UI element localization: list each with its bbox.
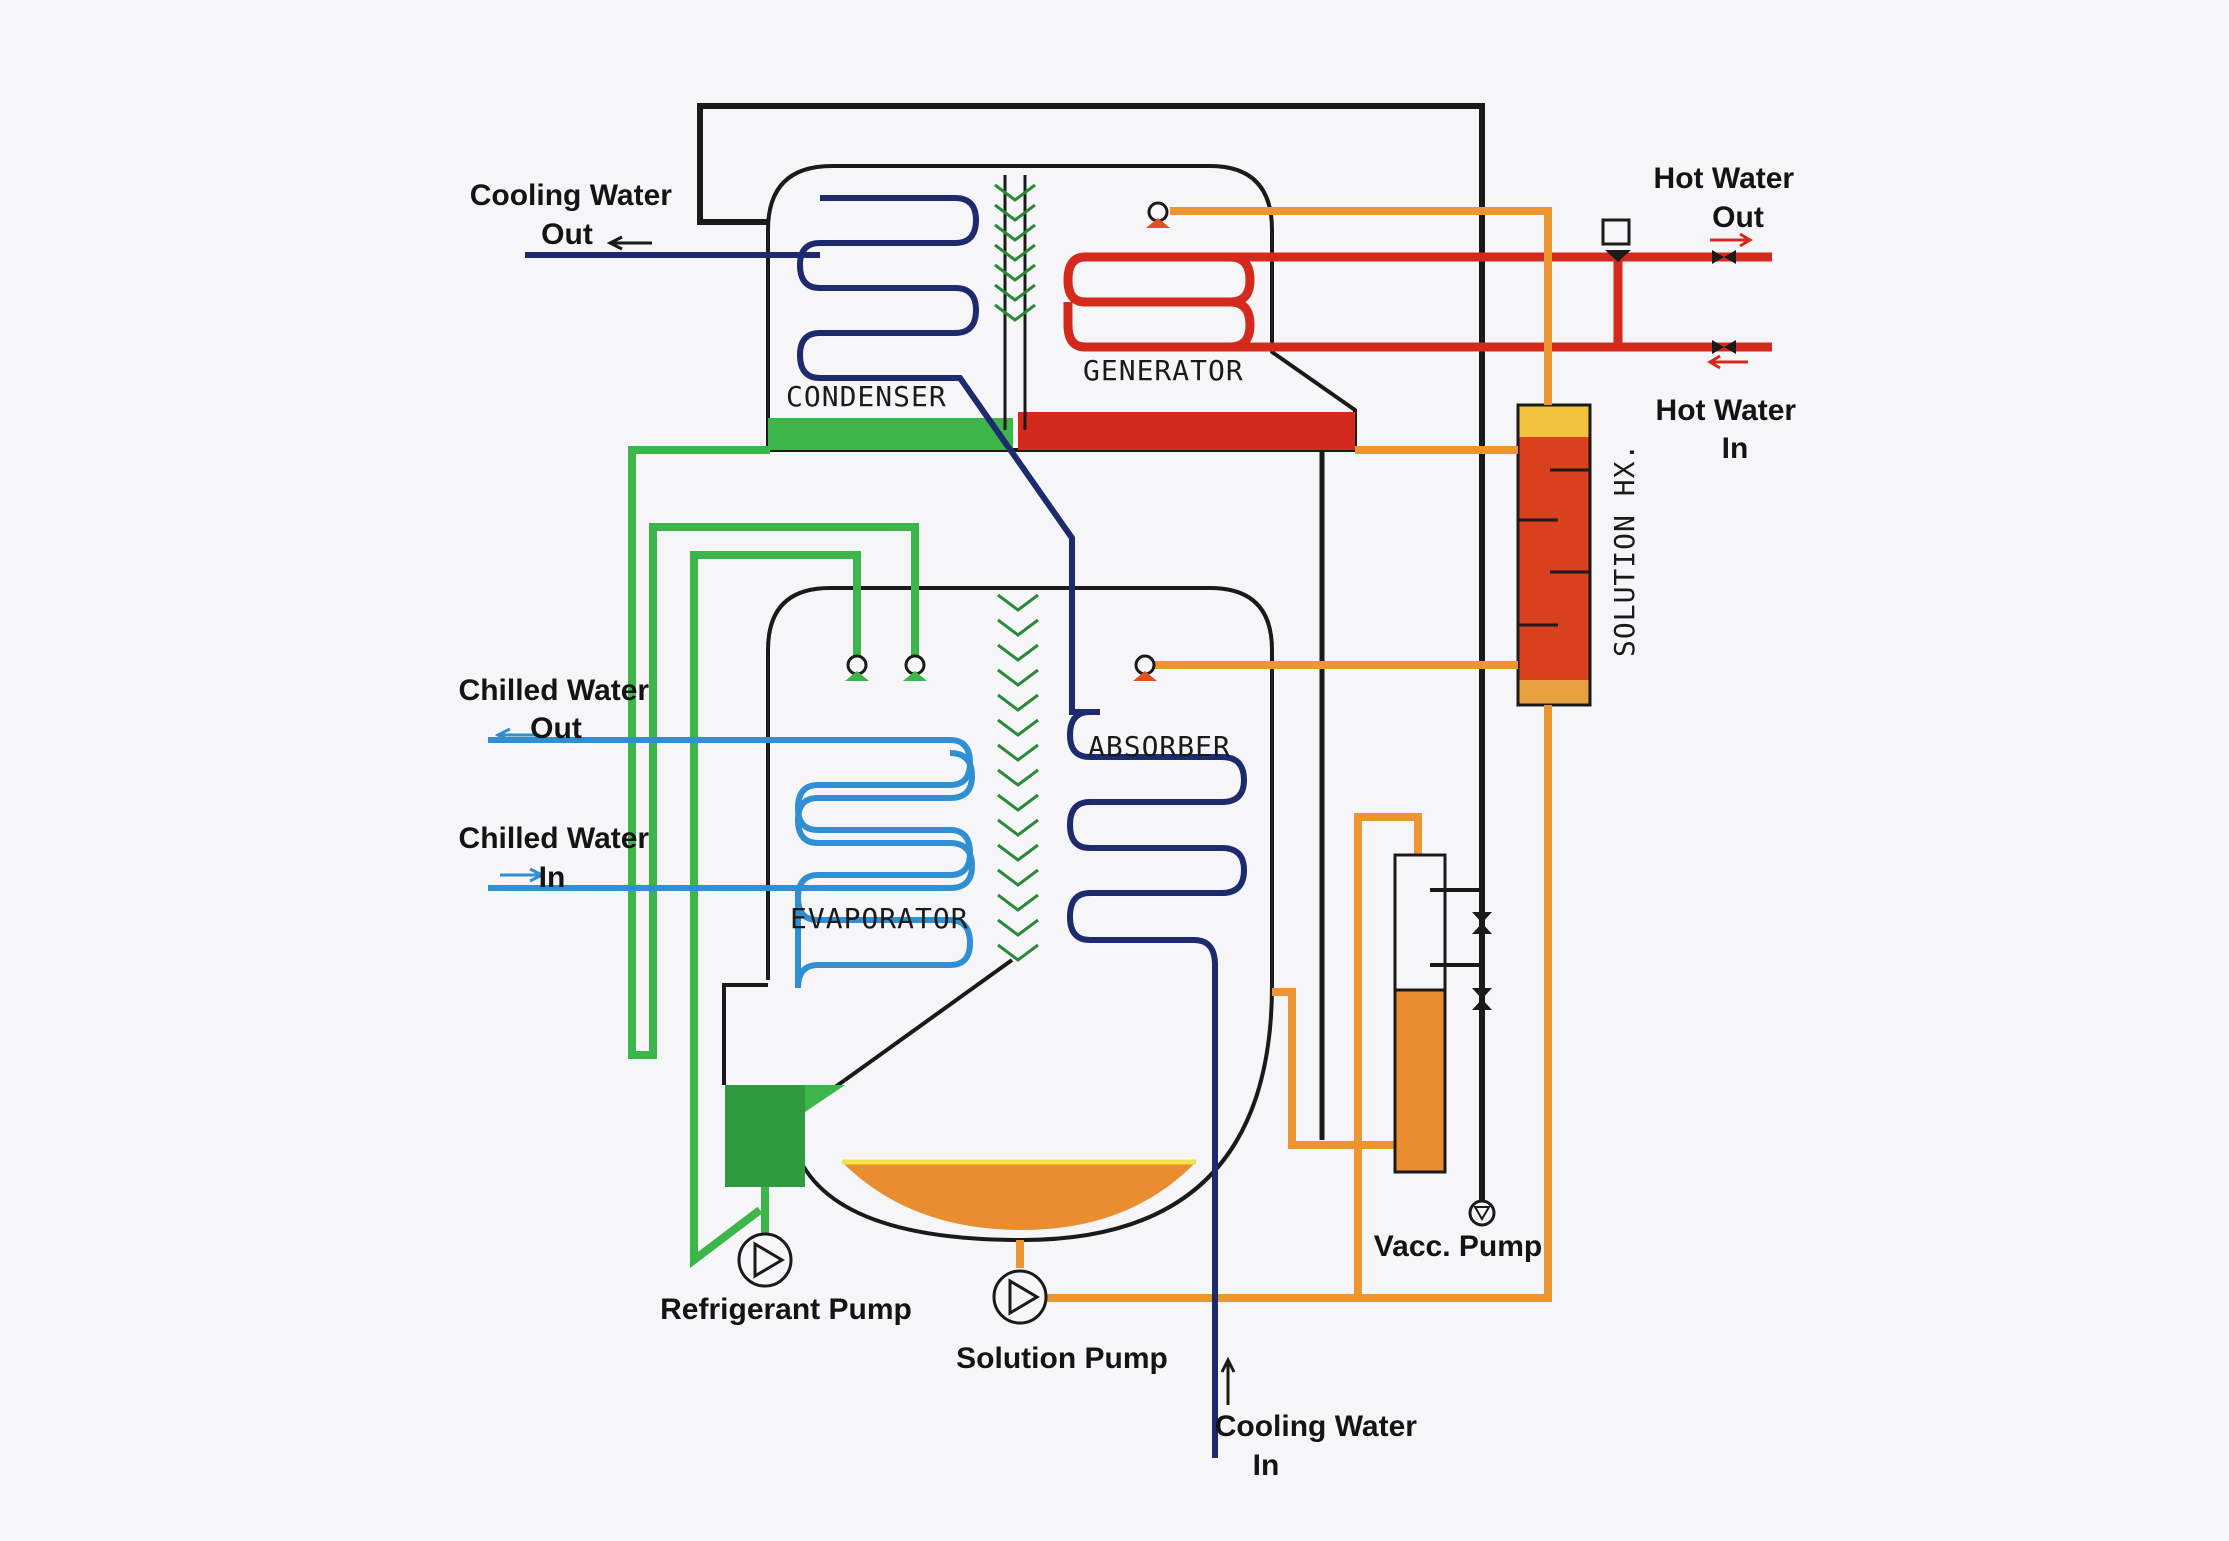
cooling-water-out-arrow xyxy=(606,235,652,251)
cooling-water-in-arrow xyxy=(1220,1356,1236,1405)
hot-water-in-arrow xyxy=(1707,354,1748,370)
refrigerant-sump xyxy=(725,1085,805,1187)
chilled-water-in-label: Chilled Water In xyxy=(459,822,658,894)
cooling-water-out-label: Cooling Water Out xyxy=(470,179,681,251)
purge-unit xyxy=(1393,853,1492,1174)
vacuum-pump-symbol xyxy=(1468,1199,1496,1227)
refrigerant-sump-top xyxy=(725,1085,845,1112)
upper-shell xyxy=(766,164,1357,452)
hot-water-coil xyxy=(1063,252,1772,352)
chilled-water-coil-clean xyxy=(488,750,976,891)
solution-hx-label: SOLUTION HX. xyxy=(1608,443,1641,657)
vacc-pump-label: Vacc. Pump xyxy=(1374,1230,1542,1263)
evaporator-inner-wall xyxy=(722,958,1014,1085)
absorber-solution-pool xyxy=(842,1162,1196,1230)
refrigerant-pump-symbol xyxy=(737,1232,793,1288)
evaporator-label: EVAPORATOR xyxy=(790,902,969,935)
solution-pump-symbol xyxy=(992,1269,1048,1325)
absorber-label: ABSORBER xyxy=(1088,730,1231,763)
chilled-water-in-arrow xyxy=(500,867,546,883)
spray-nozzles xyxy=(845,201,1170,681)
vacuum-line xyxy=(697,103,1485,1218)
hot-water-valves xyxy=(1601,218,1736,354)
hot-water-in-label: Hot Water In xyxy=(1656,394,1805,465)
solution-heat-exchanger xyxy=(1516,403,1592,707)
lower-shell xyxy=(766,586,1274,1243)
lower-eliminator xyxy=(997,593,1039,962)
cooling-water-in-label: Cooling Water In xyxy=(1215,1410,1426,1482)
generator-label: GENERATOR xyxy=(1083,354,1244,387)
chilled-water-coil xyxy=(488,737,974,989)
cooling-water-line xyxy=(525,195,1248,1458)
condenser-label: CONDENSER xyxy=(786,380,947,413)
hot-water-out-arrow xyxy=(1710,232,1753,248)
hot-water-out-label: Hot Water Out xyxy=(1654,162,1803,234)
condenser-refrigerant-pool xyxy=(768,418,1013,450)
upper-eliminator xyxy=(994,175,1036,430)
refrigerant-line xyxy=(628,446,919,1269)
generator-solution-pool xyxy=(1018,412,1355,450)
chilled-water-out-label: Chilled Water Out xyxy=(459,674,658,745)
refrigerant-pump-label: Refrigerant Pump xyxy=(660,1293,912,1326)
chilled-water-out-arrow xyxy=(494,727,540,743)
solution-pump-label: Solution Pump xyxy=(956,1342,1168,1375)
